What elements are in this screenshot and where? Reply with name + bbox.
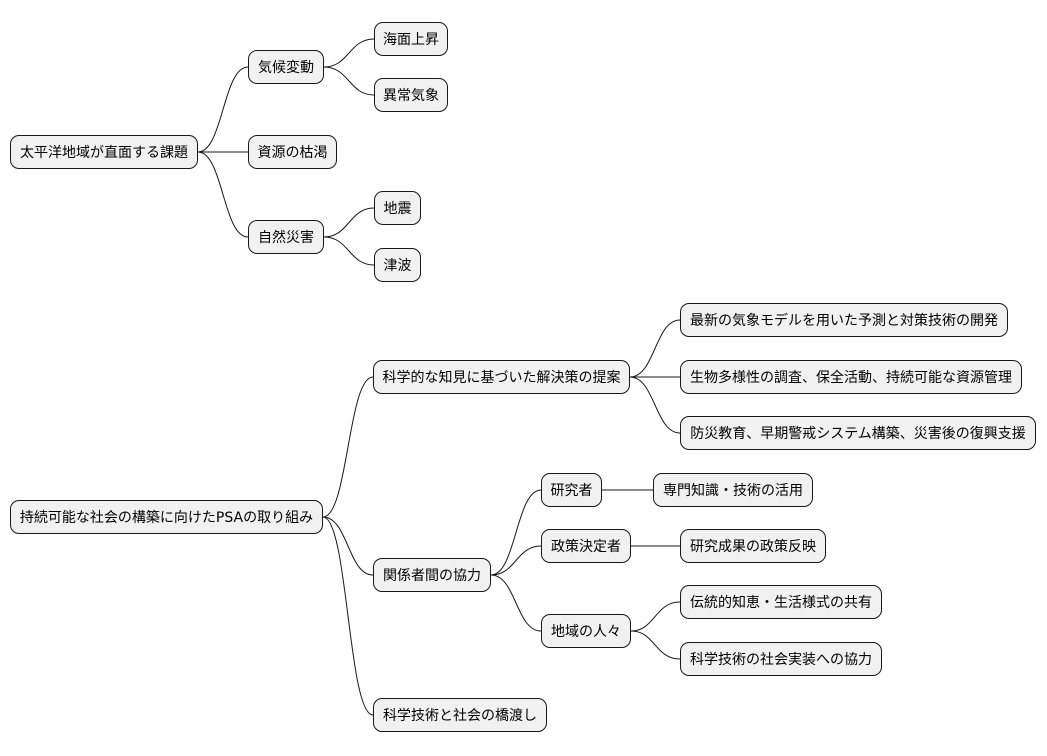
leaf-node[interactable]: 伝統的知恵・生活様式の共有 — [680, 585, 882, 619]
connector — [323, 207, 375, 238]
connector — [197, 66, 249, 153]
branch-node[interactable]: 研究者 — [541, 473, 602, 507]
branch-node[interactable]: 地域の人々 — [541, 614, 631, 648]
connector — [490, 489, 542, 576]
leaf-node[interactable]: 異常気象 — [374, 78, 448, 112]
branch-node[interactable]: 政策決定者 — [541, 529, 631, 563]
connector — [322, 516, 374, 576]
branch-node[interactable]: 科学技術と社会の橋渡し — [373, 698, 547, 732]
root-node[interactable]: 太平洋地域が直面する課題 — [10, 135, 198, 169]
connector — [323, 66, 375, 96]
leaf-node[interactable]: 地震 — [374, 191, 421, 225]
branch-node[interactable]: 関係者間の協力 — [373, 558, 491, 592]
connector — [490, 574, 542, 632]
leaf-node[interactable]: 生物多様性の調査、保全活動、持続可能な資源管理 — [680, 360, 1022, 394]
connector — [197, 151, 249, 238]
connector — [490, 545, 542, 576]
leaf-node[interactable]: 研究成果の政策反映 — [680, 529, 826, 563]
leaf-node[interactable]: 最新の気象モデルを用いた予測と対策技術の開発 — [680, 303, 1008, 337]
connector — [323, 38, 375, 68]
leaf-node[interactable]: 科学技術の社会実装への協力 — [680, 642, 882, 676]
branch-node[interactable]: 気候変動 — [248, 50, 324, 84]
root-node[interactable]: 持続可能な社会の構築に向けたPSAの取り組み — [10, 500, 323, 534]
leaf-node[interactable]: 海面上昇 — [374, 22, 448, 56]
connector — [630, 601, 681, 632]
connector — [323, 236, 375, 266]
branch-node[interactable]: 自然災害 — [248, 220, 324, 254]
connector — [629, 319, 681, 378]
leaf-node[interactable]: 専門知識・技術の活用 — [653, 473, 813, 507]
connector — [629, 376, 681, 434]
branch-node[interactable]: 資源の枯渇 — [248, 135, 337, 169]
connector — [322, 516, 374, 716]
connector — [630, 630, 681, 660]
connector — [322, 376, 374, 518]
leaf-node[interactable]: 津波 — [374, 248, 421, 282]
branch-node[interactable]: 科学的な知見に基づいた解決策の提案 — [373, 360, 630, 394]
leaf-node[interactable]: 防災教育、早期警戒システム構築、災害後の復興支援 — [680, 416, 1036, 450]
